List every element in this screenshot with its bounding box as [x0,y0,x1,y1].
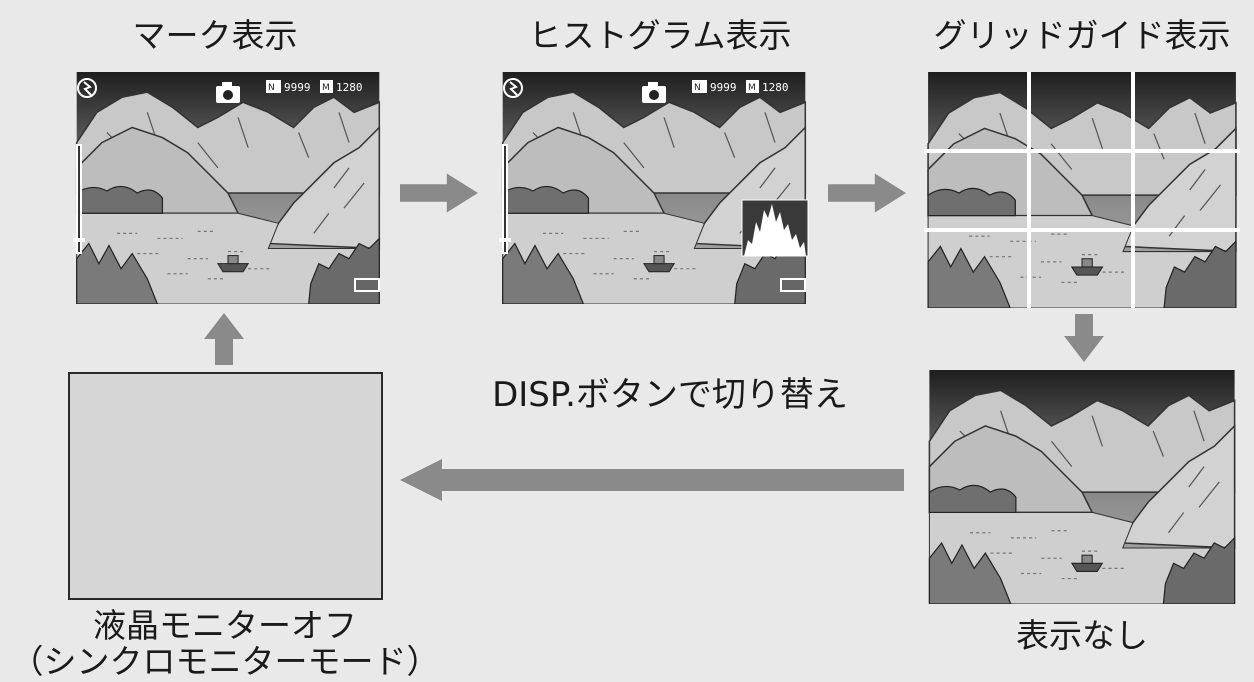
no-display-label: 表示なし [1016,616,1148,655]
grid-lines [924,72,1240,308]
histogram-display-label: ヒストグラム表示 [528,16,792,55]
histogram-display-screen: N 9999 M 1280 [496,72,812,304]
zoom-bar-icon [499,144,511,254]
histogram-graph [741,199,809,257]
svg-text:N: N [268,83,275,93]
lcd-off-label: 液晶モニターオフ [93,606,357,645]
mark-display-label: マーク表示 [132,16,298,55]
quality-icon: N [266,80,281,93]
quality-icon: N [692,80,707,93]
shots-remaining: 9999 [710,81,737,94]
arrow-to-no-display [1064,314,1104,362]
flash-off-icon [503,78,523,98]
flash-off-icon [77,78,97,98]
battery-icon [780,278,806,292]
shots-remaining: 9999 [284,81,311,94]
arrow-to-histogram [400,173,478,213]
size-icon: M [746,80,759,93]
lcd-off-screen [68,372,383,600]
image-size: 1280 [336,81,363,94]
svg-text:M: M [748,83,756,93]
battery-icon [354,278,380,292]
mark-display-screen: N 9999 M 1280 [70,72,386,304]
camera-mode-icon [642,82,666,103]
arrow-to-lcd-off [400,459,904,501]
camera-mode-icon [216,82,240,103]
grid-guide-display-screen [924,72,1240,308]
disp-button-caption: DISP.ボタンで切り替え [492,375,848,415]
arrow-to-mark-display [204,313,244,365]
svg-text:M: M [322,83,330,93]
no-display-screen [924,370,1240,604]
image-size: 1280 [762,81,789,94]
zoom-bar-icon [73,144,85,254]
size-icon: M [320,80,333,93]
sync-monitor-mode-label: （シンクロモニターモード） [10,642,440,681]
svg-text:N: N [694,83,701,93]
grid-guide-display-label: グリッドガイド表示 [933,16,1231,55]
arrow-to-grid-guide [828,173,906,213]
